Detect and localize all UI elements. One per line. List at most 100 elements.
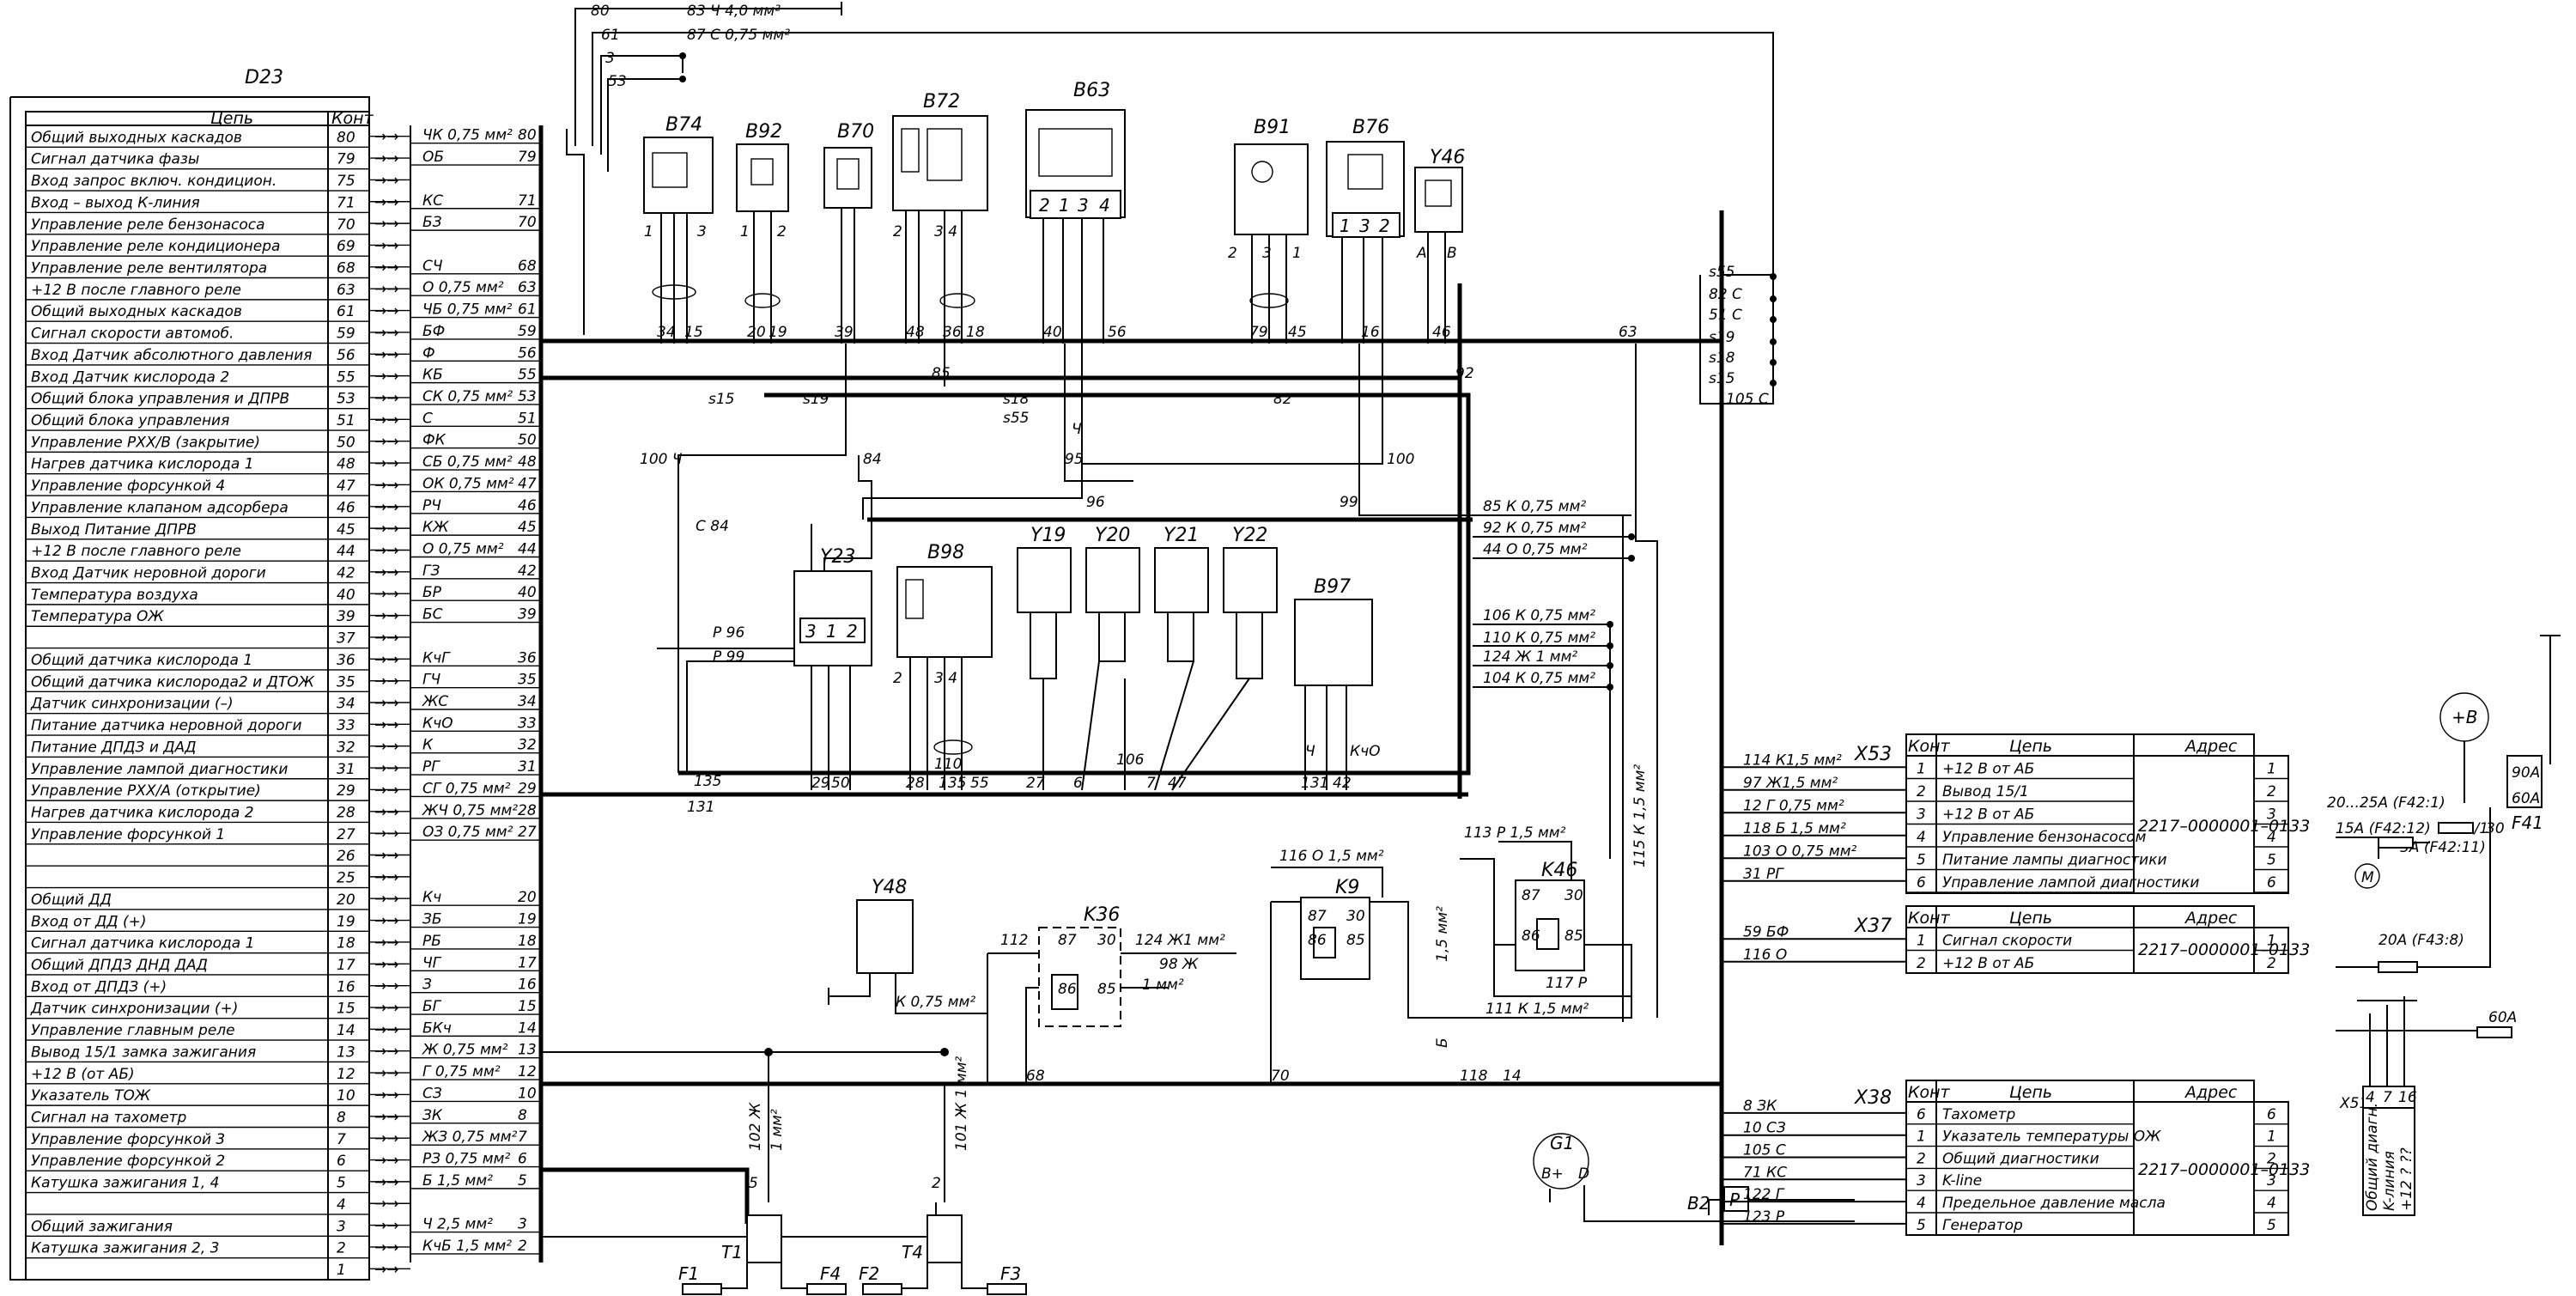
svg-text:B92: B92 [745, 121, 782, 143]
d23-row-name: Сигнал на тахометр [31, 1109, 187, 1126]
d23-row-arrow: →→ [374, 630, 399, 647]
svg-text:96: 96 [1086, 494, 1105, 511]
d23-row-name: Катушка зажигания 2, 3 [31, 1240, 220, 1257]
d23-row-num: 63 [518, 279, 537, 296]
svg-text:16: 16 [1361, 324, 1380, 341]
d23-row-wire: КчО [422, 715, 453, 732]
svg-text:Р 96: Р 96 [713, 624, 744, 642]
d23-row-arrow: →→ [374, 172, 399, 189]
d23-row-wire: ГЗ [422, 563, 440, 580]
d23-row-num: 13 [518, 1042, 537, 1059]
d23-row-num: 27 [518, 824, 537, 841]
right-bus-top: s55 82 С 51 С s19 s18 s15 105 С [1699, 264, 1777, 408]
x53-wire: 114 К1,5 мм² [1743, 751, 1842, 769]
x38-col-addr: Адрес [2184, 1083, 2238, 1102]
svg-text:Y21: Y21 [1163, 525, 1199, 546]
d23-col-circuit: Цепь [210, 109, 253, 128]
svg-text:118: 118 [1460, 1068, 1488, 1085]
x37-pin: 1 [1917, 933, 1926, 950]
svg-text:27: 27 [1026, 775, 1045, 792]
x38-wire: 123 Р [1743, 1208, 1785, 1226]
svg-text:1: 1 [1059, 195, 1070, 216]
d23-row-pin: 63 [337, 282, 355, 299]
svg-text:2: 2 [1039, 195, 1050, 216]
d23-row-name: Общий блока управления и ДПРВ [31, 391, 289, 408]
d23-row-pin: 70 [337, 216, 355, 234]
d23-row-wire: ФК [422, 432, 447, 449]
d23-row-num: 68 [518, 258, 537, 275]
svg-text:87: 87 [1308, 908, 1327, 925]
d23-row-arrow: →→ [374, 1174, 399, 1191]
d23-row-wire: БФ [422, 323, 445, 340]
d23-row-name: Управление главным реле [31, 1022, 235, 1039]
d23-row-name: Общий выходных каскадов [31, 129, 242, 146]
d23-row-pin: 27 [337, 826, 355, 843]
svg-text:68: 68 [1026, 1068, 1045, 1085]
g1-d: D [1578, 1165, 1589, 1183]
d23-row-num: 61 [518, 301, 537, 319]
d23-row-num: 70 [518, 214, 537, 231]
d23-row-name: Управление форсункой 2 [31, 1153, 225, 1170]
svg-text:87: 87 [1058, 932, 1077, 949]
d23-row-wire: ОК 0,75 мм² [422, 475, 514, 492]
x38-pin: 2 [1917, 1150, 1926, 1167]
d23-row-pin: 80 [337, 129, 355, 146]
d23-row-num: 39 [518, 606, 537, 624]
svg-text:T1: T1 [721, 1242, 743, 1263]
svg-text:Y46: Y46 [1430, 147, 1465, 168]
x37-name: +12 В от АБ [1942, 955, 2034, 972]
svg-text:3: 3 [1262, 245, 1272, 262]
d23-row-name: Общий зажигания [31, 1218, 173, 1235]
x53-pin: 4 [1917, 829, 1926, 846]
d23-row-arrow: →→ [374, 1043, 399, 1061]
d23-row-arrow: →→ [374, 804, 399, 821]
d23-row-pin: 10 [337, 1087, 355, 1104]
x51-pin: 4 [2366, 1089, 2375, 1106]
svg-text:115 К 1,5 мм²: 115 К 1,5 мм² [1631, 764, 1649, 867]
d23-row-arrow: →→ [374, 281, 399, 298]
d23-row-pin: 3 [337, 1218, 346, 1235]
d23-row-name: Общий датчика кислорода 1 [31, 652, 252, 669]
x38-wire: 10 СЗ [1743, 1120, 1786, 1137]
d23-row-name: Управление реле бензонасоса [31, 216, 265, 234]
d23-row-arrow: →→ [374, 716, 399, 733]
d23-title: D23 [245, 67, 283, 88]
x53-right: 1 [2267, 761, 2276, 778]
d23-row-wire: РЗ 0,75 мм² [422, 1151, 510, 1168]
d23-row-num: 7 [518, 1129, 527, 1146]
d23-row-num: 56 [518, 344, 537, 362]
svg-text:86: 86 [1522, 928, 1540, 945]
svg-text:2: 2 [1228, 245, 1237, 262]
d23-row-name: Датчик синхронизации (+) [30, 1001, 238, 1018]
d23-row-num: 15 [518, 998, 537, 1015]
d23-row-arrow: →→ [374, 782, 399, 799]
x38-pin: 1 [1917, 1129, 1926, 1146]
x38-col-circuit: Цепь [2009, 1083, 2052, 1102]
svg-text:1 мм²: 1 мм² [769, 1109, 786, 1151]
d23-row-num: 29 [518, 780, 537, 797]
svg-text:42: 42 [1333, 775, 1352, 792]
d23-row-wire: К [422, 737, 434, 754]
x38-name: Предельное давление масла [1942, 1195, 2166, 1212]
svg-text:B74: B74 [665, 114, 702, 136]
x38-name: K-line [1942, 1172, 1982, 1190]
d23-row-num: 45 [518, 519, 537, 536]
svg-text:101 Ж 1 мм²: 101 Ж 1 мм² [953, 1056, 970, 1151]
d23-row-name: +12 В после главного реле [31, 543, 241, 560]
d23-row-pin: 5 [337, 1175, 346, 1192]
x53-wire: 12 Г 0,75 мм² [1743, 797, 1844, 814]
x38-wire: 122 Г [1743, 1186, 1785, 1203]
d23-row-arrow: →→ [374, 216, 399, 233]
svg-text:92: 92 [1455, 365, 1474, 382]
d23-row-num: 6 [518, 1151, 527, 1168]
d23-row-wire: РЧ [422, 497, 441, 514]
bus-label: 51 С [1709, 307, 1742, 324]
svg-text:34: 34 [657, 324, 676, 341]
d23-row-arrow: →→ [374, 1153, 399, 1170]
top-wire-num: 61 [601, 27, 620, 44]
d23-row-wire: КЖ [422, 519, 449, 536]
d23-row-arrow: →→ [374, 586, 399, 603]
